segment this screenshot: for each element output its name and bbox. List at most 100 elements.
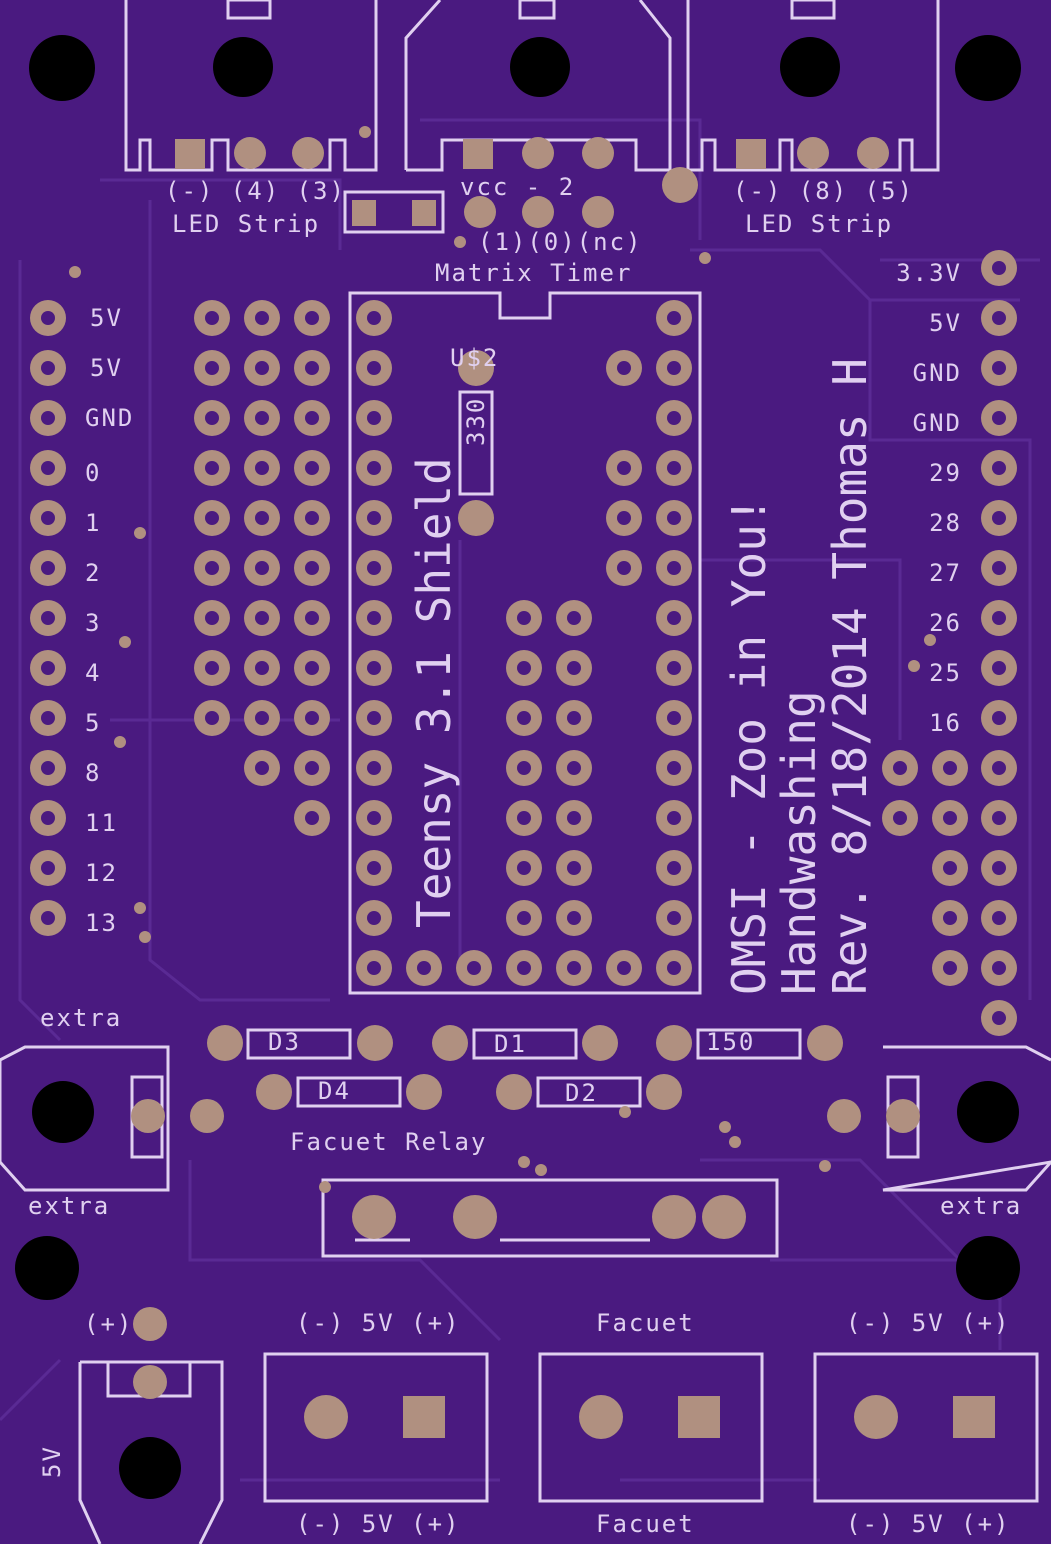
- pad-hole: [517, 961, 531, 975]
- d2-label: D2: [565, 1079, 598, 1107]
- pad-hole: [567, 761, 581, 775]
- mounting-hole-left-extra: [32, 1081, 94, 1143]
- mounting-hole-center-top: [510, 37, 570, 97]
- pad-hole: [992, 511, 1006, 525]
- left-pin-label: 8: [85, 759, 101, 787]
- pad-hole: [41, 611, 55, 625]
- pad-hole: [205, 311, 219, 325]
- pad-hole: [367, 961, 381, 975]
- pad-hole: [667, 511, 681, 525]
- right-pin-label: 5V: [929, 309, 962, 337]
- pad-hole: [943, 961, 957, 975]
- pad-hole: [41, 711, 55, 725]
- jack-plus-label: (+): [84, 1310, 133, 1338]
- pad-hole: [992, 761, 1006, 775]
- led-right-label: LED Strip: [745, 210, 893, 238]
- pad-hole: [517, 711, 531, 725]
- pad-hole: [417, 961, 431, 975]
- pad-hole: [255, 461, 269, 475]
- pad-hole: [41, 411, 55, 425]
- right-pin-label: 27: [929, 559, 962, 587]
- teensy-shield-label: Teensy 3.1 Shield: [407, 457, 461, 928]
- pad-hole: [667, 661, 681, 675]
- pad-hole: [205, 411, 219, 425]
- right-pin-label: GND: [913, 359, 962, 387]
- jack-5v-label: 5V: [38, 1445, 66, 1478]
- pad-hole: [667, 961, 681, 975]
- left-pin-label: 5: [85, 709, 101, 737]
- project-subtitle: Handwashing: [772, 690, 826, 995]
- pad-hole: [367, 811, 381, 825]
- pad-hole: [667, 861, 681, 875]
- pad-hole: [992, 1011, 1006, 1025]
- pad-hole: [367, 511, 381, 525]
- pad-hole: [517, 611, 531, 625]
- pad-hole: [41, 511, 55, 525]
- pad-hole: [305, 661, 319, 675]
- pad-hole: [567, 711, 581, 725]
- relay-label: Facuet Relay: [290, 1128, 487, 1156]
- pad-hole: [205, 561, 219, 575]
- pad-hole: [992, 311, 1006, 325]
- pad-hole: [893, 761, 907, 775]
- left-pin-label: 5V: [90, 354, 123, 382]
- pad-hole: [305, 811, 319, 825]
- pad-hole: [367, 911, 381, 925]
- pad-hole: [367, 711, 381, 725]
- pad-hole: [992, 411, 1006, 425]
- pad-hole: [255, 711, 269, 725]
- pad-hole: [517, 761, 531, 775]
- left-pin-label: 3: [85, 609, 101, 637]
- pad-hole: [567, 811, 581, 825]
- pad-hole: [992, 261, 1006, 275]
- pad-hole: [617, 561, 631, 575]
- mounting-hole-5v-jack: [119, 1437, 181, 1499]
- left-pin-label: 2: [85, 559, 101, 587]
- pad-hole: [41, 311, 55, 325]
- pad-hole: [255, 661, 269, 675]
- pad-hole: [992, 611, 1006, 625]
- right-pin-label: 25: [929, 659, 962, 687]
- pad-hole: [41, 661, 55, 675]
- pad-hole: [205, 711, 219, 725]
- pad-hole: [617, 461, 631, 475]
- mounting-hole-led-left: [213, 37, 273, 97]
- pad-hole: [617, 511, 631, 525]
- matrix-pins-label: (1)(0)(nc): [478, 228, 643, 256]
- mounting-hole-bottom-right: [956, 1236, 1020, 1300]
- mounting-hole-top-right: [955, 35, 1021, 101]
- pad-hole: [992, 561, 1006, 575]
- right-pin-label: 16: [929, 709, 962, 737]
- pad-hole: [367, 411, 381, 425]
- pad-hole: [667, 811, 681, 825]
- pad-hole: [617, 961, 631, 975]
- pad-hole: [367, 311, 381, 325]
- pad-hole: [41, 461, 55, 475]
- pad-hole: [305, 411, 319, 425]
- u2-label: U$2: [450, 344, 499, 372]
- led-left-label: LED Strip: [172, 210, 320, 238]
- pad-hole: [667, 761, 681, 775]
- pad-hole: [567, 861, 581, 875]
- left-pin-label: 13: [85, 909, 118, 937]
- pad-hole: [255, 561, 269, 575]
- pad-hole: [255, 611, 269, 625]
- d1-label: D1: [494, 1030, 527, 1058]
- pad-holes: [41, 261, 1006, 1025]
- pad-hole: [41, 811, 55, 825]
- pad-hole: [367, 361, 381, 375]
- right-pin-label: 26: [929, 609, 962, 637]
- pad-hole: [667, 561, 681, 575]
- pad-hole: [41, 911, 55, 925]
- extra-label-bottom-right: extra: [940, 1192, 1022, 1220]
- pad-hole: [367, 761, 381, 775]
- pad-hole: [992, 461, 1006, 475]
- resistor-330-label: 330: [462, 397, 490, 446]
- terminal-1-bottom-label: (-) 5V (+): [296, 1510, 461, 1538]
- vcc-label: vcc - 2: [460, 173, 575, 201]
- pad-hole: [567, 961, 581, 975]
- pad-hole: [667, 411, 681, 425]
